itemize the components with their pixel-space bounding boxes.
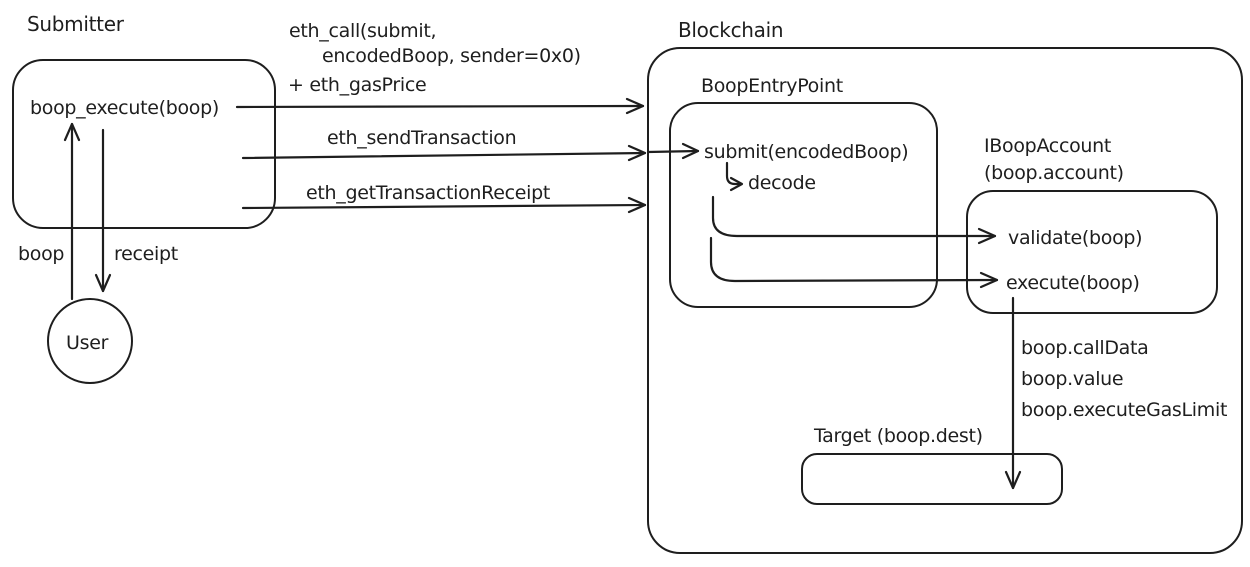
- submit-entry-arrow: [646, 142, 700, 160]
- send-transaction-label: eth_sendTransaction: [327, 127, 516, 149]
- blockchain-box: [647, 47, 1243, 554]
- eth-call-label-line2: encodedBoop, sender=0x0): [322, 45, 581, 67]
- receipt-edge-label: receipt: [114, 243, 178, 265]
- account-subtitle: (boop.account): [984, 162, 1124, 184]
- send-transaction-arrow: [241, 144, 647, 162]
- decode-step-arrow: [725, 161, 744, 192]
- get-receipt-arrow: [241, 196, 647, 214]
- entrypoint-box: [669, 102, 938, 308]
- submitter-method-label: boop_execute(boop): [30, 97, 219, 119]
- account-validate-label: validate(boop): [1008, 227, 1142, 249]
- execute-arg-value-label: boop.value: [1021, 368, 1123, 390]
- target-call-arrow: [1004, 296, 1022, 490]
- boop-edge-label: boop: [18, 243, 64, 265]
- arrowhead-right-icon: [979, 271, 999, 289]
- arrowhead-right-icon: [977, 227, 997, 245]
- target-box: [801, 453, 1063, 505]
- validate-call-arrow: [711, 195, 997, 245]
- decode-step-label: decode: [748, 172, 816, 194]
- eth-call-label-line1: eth_call(submit,: [289, 20, 436, 42]
- arrowhead-right-icon: [729, 176, 744, 192]
- arrowhead-right-icon: [681, 142, 700, 160]
- arrowhead-right-icon: [627, 144, 647, 162]
- account-title: IBoopAccount: [984, 135, 1111, 157]
- boop-arrow: [63, 122, 81, 301]
- arrowhead-down-icon: [94, 273, 112, 293]
- entrypoint-node: [669, 102, 938, 308]
- execute-arg-gaslimit-label: boop.executeGasLimit: [1021, 399, 1227, 421]
- execute-call-arrow: [709, 236, 999, 289]
- arrowhead-right-icon: [625, 97, 645, 115]
- execute-arg-calldata-label: boop.callData: [1021, 337, 1149, 359]
- arrowhead-down-icon: [1004, 470, 1022, 490]
- target-node: [801, 453, 1063, 505]
- blockchain-title: Blockchain: [678, 18, 783, 42]
- user-node: [47, 298, 133, 384]
- account-execute-label: execute(boop): [1006, 272, 1140, 294]
- entrypoint-method-label: submit(encodedBoop): [704, 141, 908, 163]
- submitter-node: [12, 59, 276, 229]
- submitter-title: Submitter: [27, 12, 125, 36]
- user-label: User: [66, 332, 109, 354]
- get-receipt-label: eth_getTransactionReceipt: [306, 182, 550, 204]
- receipt-arrow: [94, 128, 112, 293]
- eth-call-label-line3: + eth_gasPrice: [288, 74, 426, 96]
- submitter-box: [12, 59, 276, 229]
- eth-call-arrow: [235, 97, 645, 115]
- target-title: Target (boop.dest): [813, 425, 983, 447]
- blockchain-node: [647, 47, 1243, 554]
- arrowhead-right-icon: [627, 196, 647, 214]
- account-box: [966, 190, 1218, 314]
- arrowhead-up-icon: [63, 122, 81, 142]
- entrypoint-title: BoopEntryPoint: [701, 75, 843, 97]
- account-node: [966, 190, 1218, 314]
- user-circle: [47, 298, 133, 384]
